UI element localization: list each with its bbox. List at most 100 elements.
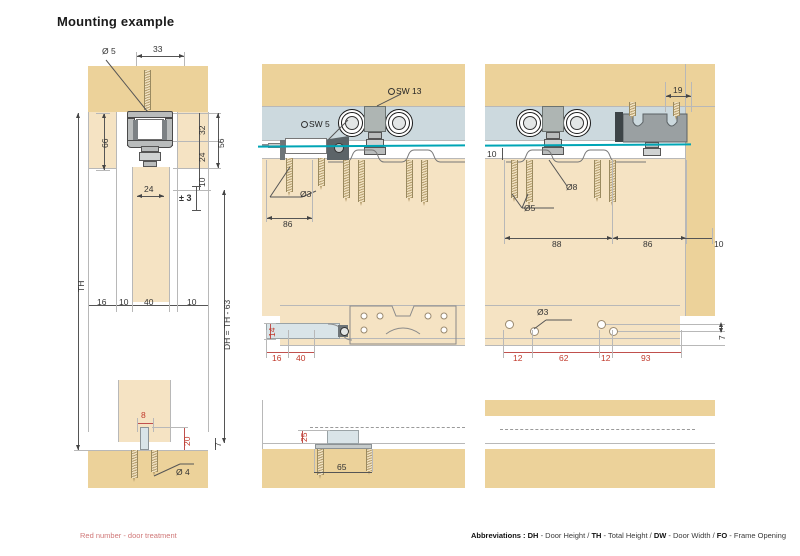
dim-mr-ext-5 <box>681 330 682 358</box>
dim-ml-ext-3 <box>314 330 315 358</box>
dim86-arrow-r <box>681 236 686 240</box>
mr-dia3-leader <box>533 319 572 330</box>
bm-left-edge <box>262 400 263 458</box>
door-bottom-right <box>170 380 171 442</box>
tm-dia3-leader <box>269 166 317 198</box>
floor-screw-left <box>131 450 138 482</box>
dim-86-tm: 86 <box>283 219 293 229</box>
tm-screw-1 <box>286 158 293 196</box>
jamb-right-wood <box>177 112 208 168</box>
dim8-ext-l <box>137 418 138 432</box>
dim20-line <box>184 427 185 450</box>
mr-plate-wood <box>485 305 680 345</box>
dim-chain-tr-10 <box>686 238 712 239</box>
abbrev-code: DH <box>527 531 539 540</box>
bm-floor-wood <box>262 449 465 488</box>
mr-hole-1 <box>505 320 514 329</box>
dim-24-right: 24 <box>197 152 207 162</box>
abbrev-text: - Total Height <box>601 531 648 540</box>
ml-hanger-plate <box>349 305 457 345</box>
dim-ml-ext-2 <box>288 330 289 358</box>
dim14-line <box>270 323 271 339</box>
floor-guide-pin <box>140 427 149 450</box>
ext-line-d <box>173 190 211 191</box>
tm-rail-profile <box>328 149 465 163</box>
dim-TH: TH <box>76 280 86 292</box>
dim65-ext-r <box>372 449 373 472</box>
footer-abbrev-list: DH - Door Height / TH - Total Height / D… <box>527 531 786 540</box>
tr-jamb-line <box>685 64 686 316</box>
tol3-cap-bot <box>192 210 201 211</box>
ml-bot-line <box>280 345 465 346</box>
door-leaf <box>132 167 169 302</box>
dim-19: 19 <box>673 85 683 95</box>
dim-th-arrow-u <box>76 113 80 118</box>
dim66-arrow-d <box>102 165 106 170</box>
ext-line-a <box>173 113 221 114</box>
dim33-ext-left <box>136 52 137 66</box>
dim24-door-arrow-l <box>137 194 142 198</box>
frame-inner-left <box>116 112 117 302</box>
dim10-tr-line <box>502 148 503 160</box>
page-title: Mounting example <box>57 14 175 29</box>
mr-hole-2 <box>530 327 539 336</box>
dim-10a: 10 <box>119 297 129 307</box>
dim-chain-ext-4 <box>712 228 713 244</box>
dim-8: 8 <box>141 410 146 420</box>
dim-DH: DH = TH - 63 <box>222 299 232 350</box>
chain-ext-2 <box>116 298 117 312</box>
door-leaf-left <box>132 167 133 302</box>
br-wood-top <box>485 400 715 416</box>
abbrev-text: - Door Height <box>538 531 586 540</box>
bm-screw-left <box>317 449 324 479</box>
dim-ml-ext-1 <box>266 330 267 358</box>
dim86-tm-arrow-r <box>307 216 312 220</box>
dim-12b: 12 <box>601 353 611 363</box>
dia5-leader <box>105 59 148 112</box>
tm-screw-5 <box>406 160 413 202</box>
mr-inner-line <box>485 338 680 339</box>
br-wood-bottom <box>485 449 715 488</box>
dim-dia3-tm: Ø3 <box>300 189 312 199</box>
sw13-marker-icon <box>388 88 395 95</box>
dim-16: 16 <box>97 297 107 307</box>
dim-th-ext-bot <box>74 450 88 451</box>
abbrev-text: - Frame Opening <box>727 531 786 540</box>
tol3-line <box>196 186 197 210</box>
tm-screw-4 <box>358 160 365 206</box>
dim86-tm-line <box>266 218 312 219</box>
dim-tol3: ± 3 <box>179 193 192 203</box>
floor-screw-right <box>151 450 158 476</box>
label-sw5: SW 5 <box>309 119 330 129</box>
dim-62: 62 <box>559 353 569 363</box>
dim33-ext-right <box>184 52 185 66</box>
dim-dh-arrow-u <box>222 190 226 195</box>
dim-mr-ext-1 <box>503 330 504 358</box>
dim33-arrow-right <box>179 54 184 58</box>
dim20-ext-t <box>152 427 188 428</box>
sw13-leader <box>376 93 402 107</box>
dim86-tm-ext-r <box>312 160 313 222</box>
dim19-ext-r <box>691 82 692 112</box>
tr-line-3 <box>485 158 685 159</box>
jamb-left-wood <box>88 112 116 168</box>
floor-top-line <box>88 450 208 451</box>
dim-chain-ext-3 <box>686 160 687 244</box>
door-leaf-right <box>169 167 170 302</box>
dim66-ext-top <box>96 113 110 114</box>
br-floor-line <box>485 443 715 444</box>
dim19-arrow-l <box>666 94 671 98</box>
tm-screw-3 <box>343 160 350 202</box>
tr-line-1 <box>485 106 715 107</box>
dim-dh-line <box>224 190 225 443</box>
abbrev-text: - Door Width <box>666 531 711 540</box>
dim25-line <box>302 430 303 443</box>
dim-dia5: Ø 5 <box>102 46 116 56</box>
tm-line-1 <box>262 106 465 107</box>
ml-inner-line <box>280 338 465 339</box>
dim24-door-arrow-r <box>159 194 164 198</box>
mr-hole-4 <box>609 327 618 336</box>
dim7-mr-arrow-u <box>719 322 723 327</box>
dim-86-tr: 86 <box>643 239 653 249</box>
dim7-line <box>215 438 216 450</box>
